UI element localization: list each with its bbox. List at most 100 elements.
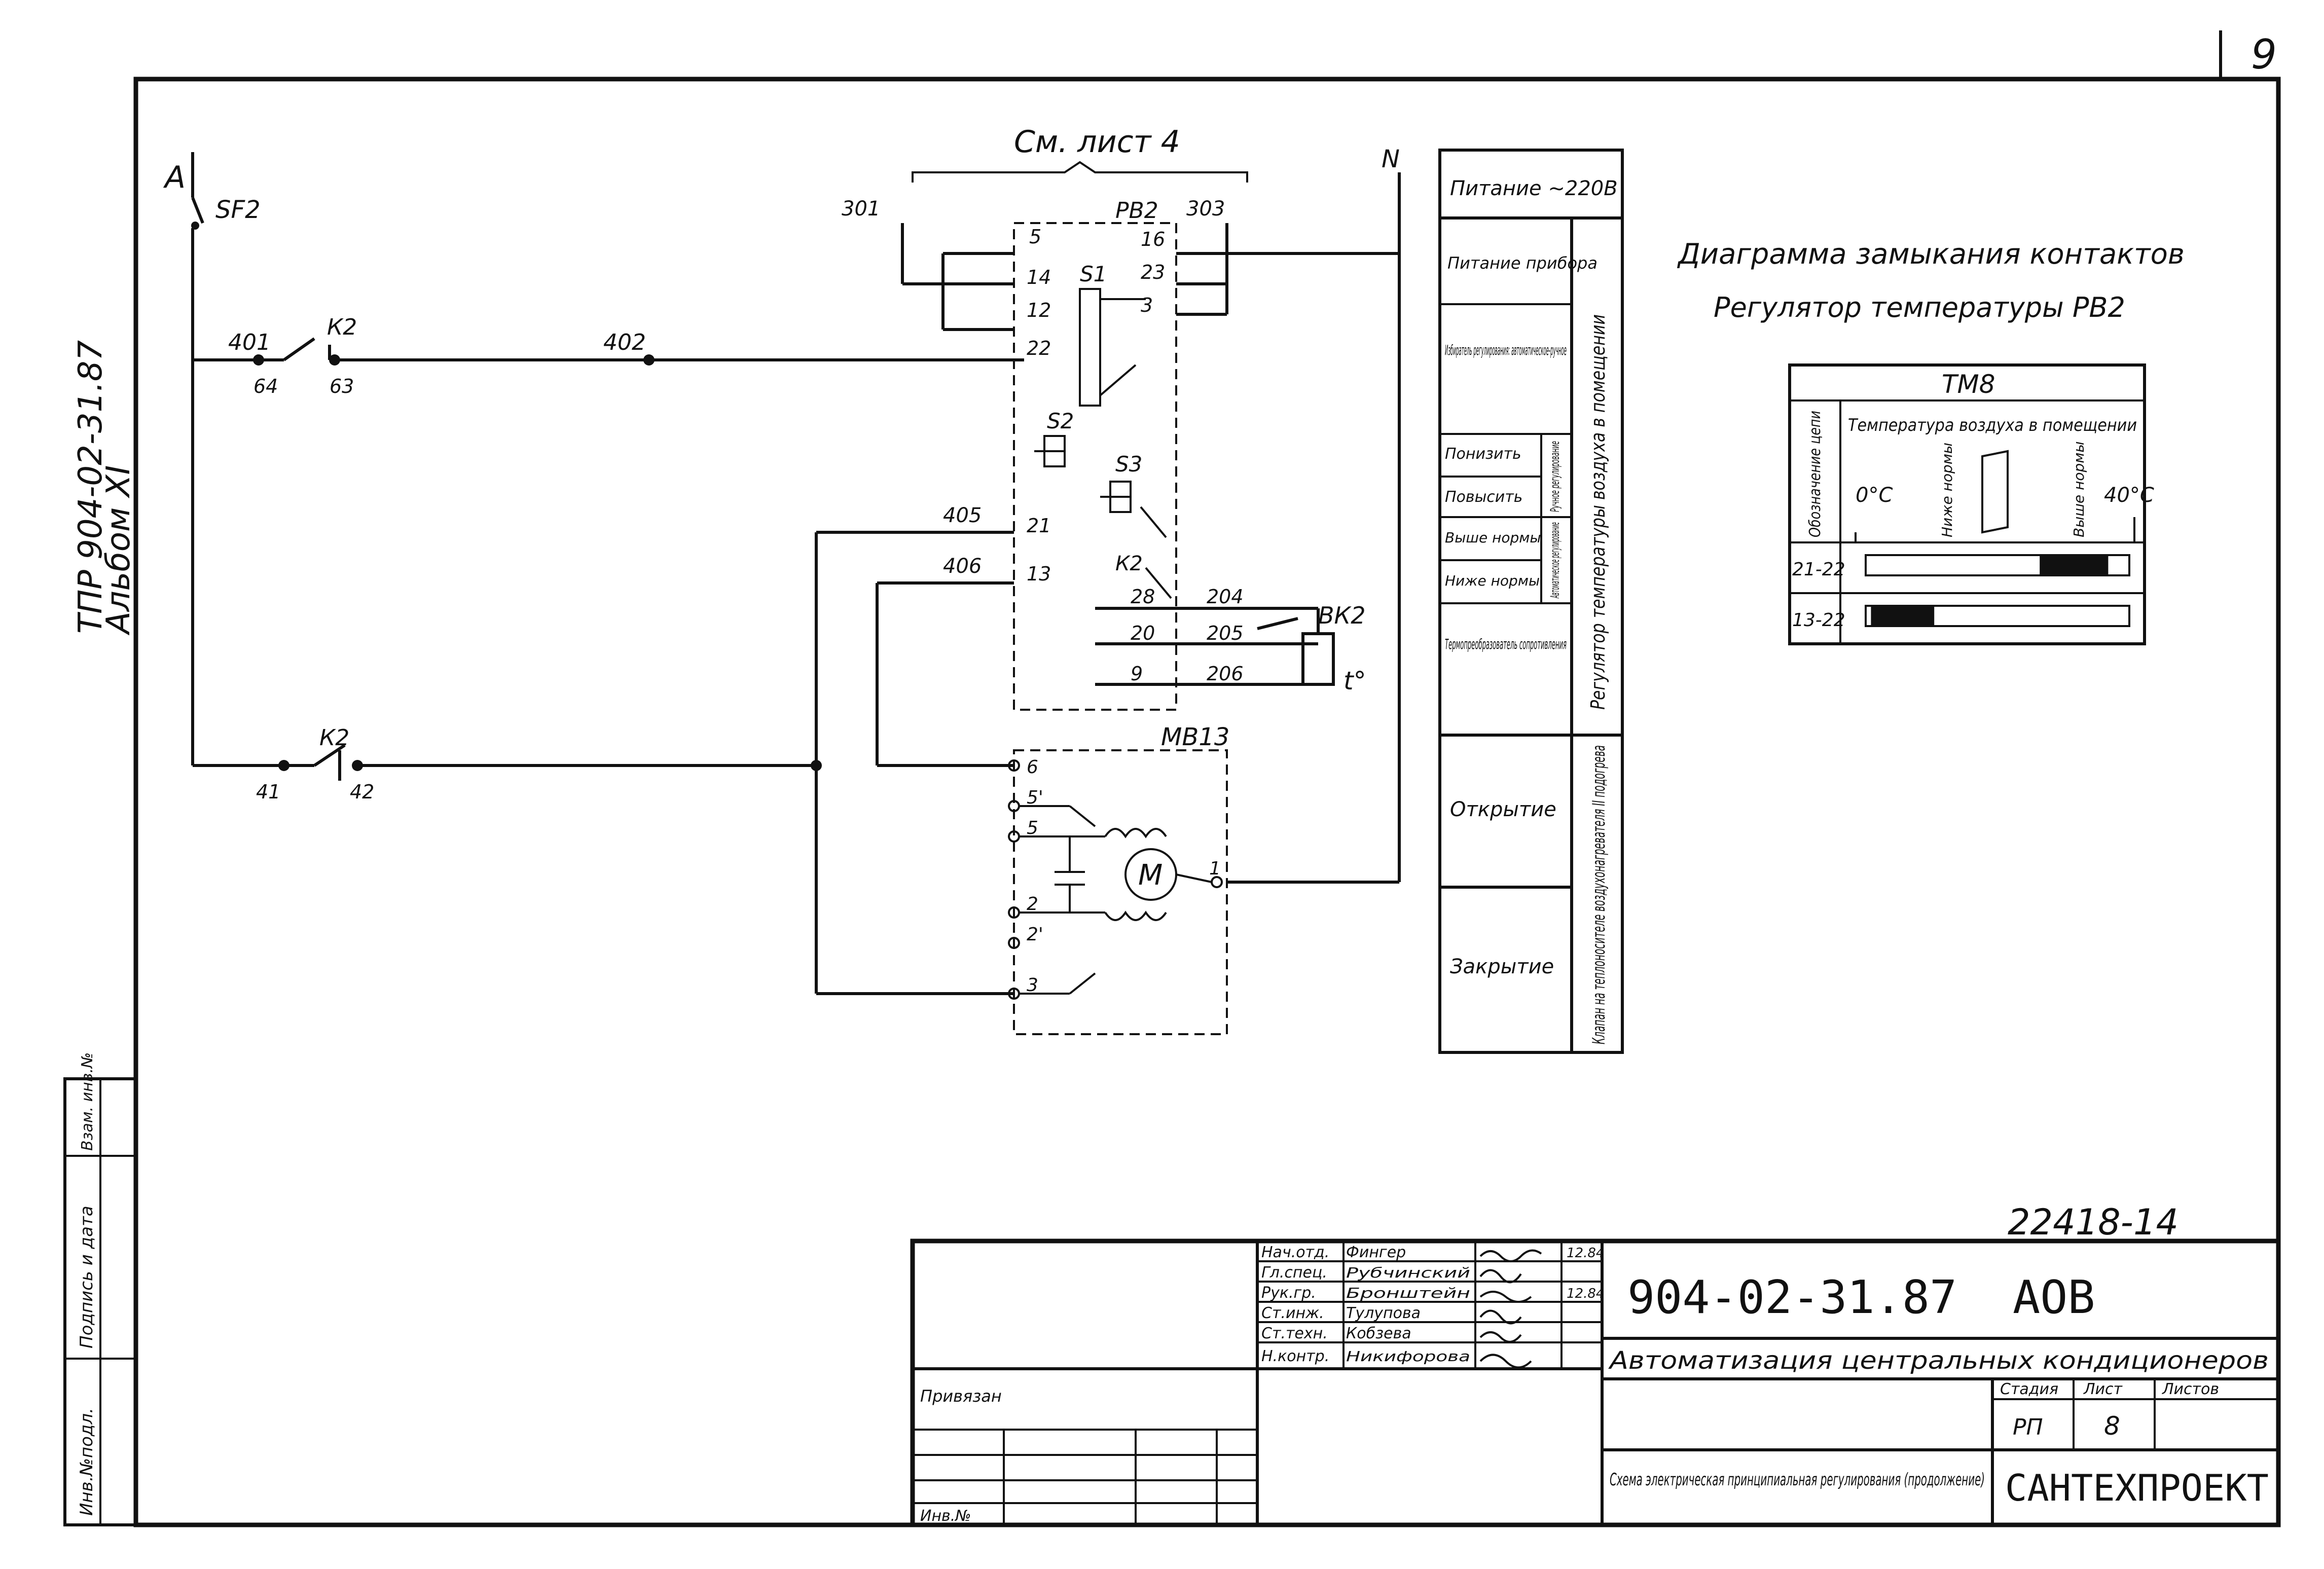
actuator-terminal-3: 3: [1027, 975, 1038, 996]
sig-name: Рубчинский: [1346, 1264, 1470, 1281]
legend-table: Питание ~220В Питание прибора Избиратель…: [1438, 149, 1624, 1054]
side-stamp: ТПР 904-02-31.87 Альбом XI: [72, 340, 137, 636]
contact-diagram-subtitle: Регулятор температуры РВ2: [1714, 291, 2125, 323]
contact-diagram-title: Диаграмма замыкания контактов: [1677, 238, 2185, 271]
contact-col-circuit: Обозначение цепи: [1806, 411, 1824, 537]
title-block: 904-02-31.87 АОВ Автоматизация центральн…: [910, 1238, 2281, 1527]
contact-col-temperature: Температура воздуха в помещении: [1848, 415, 2137, 435]
rv2-switches: S1 S2 S3 К2: [1034, 262, 1172, 599]
wire-303: 303: [1186, 197, 1225, 221]
switch-s1: S1: [1080, 262, 1107, 286]
legend-sub-auto: Автоматическое регулирование: [1548, 522, 1562, 599]
side-table-inv: Инв.№подл.: [77, 1408, 97, 1516]
legend-sub-manual: Ручное регулирование: [1548, 441, 1562, 512]
side-table-replace: Взам. инв.№: [79, 1052, 96, 1151]
terminal-9: 9: [1131, 663, 1143, 685]
contact-zone-above: Выше нормы: [2071, 441, 2087, 537]
legend-group-valve: Клапан на теплоносителе воздухонагревате…: [1589, 745, 1609, 1044]
sig-name: Фингер: [1346, 1244, 1406, 1261]
contact-63: 63: [330, 375, 354, 397]
wire-204: 204: [1207, 586, 1244, 608]
schematic: A SF2 401 К2 64 63 402 К2 41 42 См. лист…: [163, 124, 1401, 1035]
legend-power-header: Питание ~220В: [1450, 177, 1618, 200]
side-table-sign: Подпись и дата: [77, 1206, 97, 1348]
actuator-terminal-5prime: 5': [1027, 787, 1043, 808]
breaker-label: SF2: [215, 196, 261, 224]
legend-row-below: Ниже нормы: [1445, 572, 1540, 589]
side-approval-table: Инв.№подл. Подпись и дата Взам. инв.№: [63, 1052, 137, 1526]
sig-role: Н.контр.: [1261, 1347, 1329, 1365]
sig-role: Нач.отд.: [1261, 1244, 1329, 1261]
inventory-number: 22418-14: [2008, 1201, 2178, 1243]
sig-date: 12.84: [1567, 1246, 1604, 1261]
contact-41: 41: [256, 781, 280, 803]
signature-row: Рук.гр. Бронштейн 12.84: [1261, 1284, 1604, 1302]
sig-role: Гл.спец.: [1261, 1264, 1327, 1282]
signature-row: Ст.техн. Кобзева: [1261, 1325, 1411, 1342]
motor-symbol: M: [1138, 859, 1163, 892]
switch-s3: S3: [1115, 452, 1142, 477]
drawing-title: Схема электрическая принципиальная регул…: [1610, 1470, 1985, 1490]
signature-row: Гл.спец. Рубчинский: [1261, 1264, 1470, 1282]
contact-temp-min: 0°С: [1856, 484, 1893, 507]
sig-role: Рук.гр.: [1261, 1284, 1316, 1302]
legend-row-open: Открытие: [1450, 798, 1556, 821]
rv2-right-terminals: 16 23 3 28 20 9 204 205 206: [1095, 223, 1399, 686]
doc-mark: АОВ: [2013, 1271, 2095, 1324]
legend-row-thermo: Термопреобразователь сопротивления: [1445, 636, 1567, 652]
wire-406: 406: [943, 555, 982, 578]
contact-bar-outline-2: [1865, 605, 2130, 627]
legend-row-increase: Повысить: [1445, 488, 1522, 506]
legend-row-above: Выше нормы: [1445, 529, 1541, 546]
doc-code: 904-02-31.87: [1627, 1271, 1957, 1324]
switch-s2: S2: [1047, 409, 1074, 433]
organization: САНТЕХПРОЕКТ: [2005, 1467, 2269, 1509]
sig-name: Никифорова: [1346, 1348, 1470, 1365]
terminal-22: 22: [1027, 337, 1051, 359]
relay-k2-top: К2: [327, 314, 357, 340]
wire-301: 301: [842, 197, 880, 221]
sensor-label: ВК2: [1318, 602, 1365, 629]
wire-205: 205: [1207, 622, 1244, 644]
device-rv2: РВ2: [1115, 198, 1158, 224]
sheet-header: Лист: [2083, 1380, 2123, 1398]
contact-bar-outline-1: [1865, 554, 2130, 576]
contact-norm-zone: [1981, 450, 2009, 534]
phase-label: A: [163, 160, 186, 195]
sheets-header: Листов: [2162, 1380, 2219, 1398]
contact-42: 42: [350, 781, 374, 803]
sheet-value: 8: [2104, 1411, 2120, 1441]
terminal-28: 28: [1131, 586, 1155, 608]
sig-name: Кобзева: [1346, 1325, 1411, 1342]
terminal-20: 20: [1131, 622, 1155, 644]
terminal-16: 16: [1141, 228, 1165, 250]
terminal-14: 14: [1027, 266, 1051, 288]
contact-diagram: Диаграмма замыкания контактов Регулятор …: [1677, 238, 2185, 645]
sig-role: Ст.инж.: [1261, 1304, 1324, 1322]
actuator-label: МВ13: [1161, 723, 1229, 751]
actuator-terminal-2prime: 2': [1027, 924, 1043, 945]
actuator-terminal-5: 5: [1027, 818, 1038, 838]
signature-row: Ст.инж. Тулупова: [1261, 1304, 1421, 1322]
legend-row-close: Закрытие: [1450, 955, 1554, 978]
terminal-12: 12: [1027, 299, 1051, 321]
rv2-left-terminals: 405 406 5 14 12 22 21 13: [815, 223, 1051, 994]
see-sheet-label: См. лист 4: [1014, 124, 1180, 160]
sig-name: Бронштейн: [1346, 1285, 1470, 1301]
actuator-terminal-1: 1: [1209, 858, 1221, 879]
relay-k2-bottom: К2: [319, 725, 349, 751]
wire-401: 401: [228, 330, 271, 355]
stage-value: РП: [2013, 1414, 2043, 1440]
legend-group-regulator: Регулятор температуры воздуха в помещени…: [1587, 314, 1609, 710]
sig-name: Тулупова: [1346, 1304, 1421, 1322]
contact-row-circuit-2: 13-22: [1792, 610, 1845, 631]
signature-row: Нач.отд. Фингер 12.84: [1261, 1241, 1604, 1369]
legend-row-decrease: Понизить: [1445, 445, 1521, 463]
wire-402: 402: [603, 330, 646, 355]
stage-header: Стадия: [2000, 1380, 2058, 1398]
project-name: Автоматизация центральных кондиционеров: [1608, 1346, 2269, 1375]
terminal-13: 13: [1027, 563, 1051, 585]
handwritten-signatures: [1479, 1249, 1542, 1369]
contact-bar-closed-2: [1871, 606, 1935, 626]
